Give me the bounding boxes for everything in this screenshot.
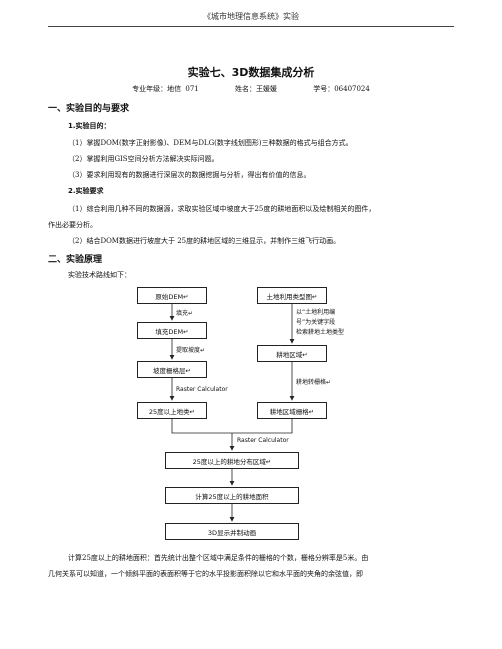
label-fill: 填充↵ — [176, 310, 194, 317]
node-slope-grid: 坡度栅格层↵ — [137, 361, 207, 378]
flow-intro: 实验技术路线如下： — [68, 271, 131, 279]
purpose-item-2: （2）掌握利用GIS空间分析方法解决实际问题。 — [68, 155, 219, 163]
node-compute-area: 计算25度以上的耕地面积 — [165, 487, 299, 504]
page-title: 实验七、3D数据集成分析 — [187, 66, 315, 79]
author-meta: 专业年级：地信 071 姓名：王媛媛 学号：06407024 — [0, 84, 502, 94]
node-landuse-map: 土地利用类型图↵ — [257, 287, 327, 304]
requirement-1-line1: （1）综合利用几种不同的数据源，求取实验区域中坡度大于25度的耕地面积以及绘制相… — [68, 205, 376, 213]
node-filled-dem: 填充DEM↵ — [137, 322, 207, 339]
node-over-25-farmland-distribution: 25度以上的耕地分布区域↵ — [165, 452, 299, 469]
note-query-line-3: 检索耕地土地类型 — [296, 329, 345, 336]
label-farmland-to-raster: 耕地转栅格↵ — [296, 379, 332, 386]
section2-heading: 二、实验原理 — [48, 255, 103, 265]
body-paragraph-line2: 几何关系可以知道，一个倾斜平面的表面积等于它的水平投影面积除以它和水平面的夹角的… — [48, 570, 363, 578]
note-query-line-1: 以“土地利用编 — [296, 309, 336, 316]
node-farmland-area: 耕地区域↵ — [257, 345, 327, 362]
purpose-item-3: （3）要求利用现有的数据进行深层次的数据挖掘与分析，得出有价值的信息。 — [68, 171, 311, 179]
subheading-requirements: 2.实验要求 — [68, 187, 104, 195]
meta-id: 学号：06407024 — [313, 85, 370, 93]
label-raster-calculator-2: Raster Calculator — [237, 437, 289, 444]
subheading-purpose: 1.实验目的： — [68, 122, 111, 130]
meta-name: 姓名：王媛媛 — [234, 85, 277, 93]
label-extract-slope: 提取坡度↵ — [176, 347, 206, 354]
meta-grade: 专业年级：地信 071 — [132, 85, 199, 93]
note-query-line-2: 号”为关键字段 — [296, 319, 336, 326]
label-raster-calculator-1: Raster Calculator — [176, 386, 228, 393]
node-over-25-landtype: 25度以上地类↵ — [137, 402, 207, 419]
node-original-dem: 原始DEM↵ — [137, 287, 207, 304]
requirement-1-line2: 作出必要分析。 — [48, 221, 97, 229]
section1-heading: 一、实验目的与要求 — [48, 104, 130, 114]
node-3d-display-animation: 3D显示并制动画 — [165, 523, 299, 540]
node-farmland-grid: 耕地区域栅格↵ — [257, 402, 327, 419]
page-header: 《城市地理信息系统》实验 — [203, 12, 299, 21]
purpose-item-1: （1）掌握DOM(数字正射影像)、DEM与DLG(数字线划图形)三种数据的格式与… — [68, 139, 353, 147]
body-paragraph-line1: 计算25度以上的耕地面积：首先统计出整个区域中满足条件的栅格的个数，栅格分辨率是… — [68, 554, 369, 562]
header-divider — [48, 26, 454, 27]
requirement-2: （2）结合DOM数据进行坡度大于 25度的耕地区域的三维显示，并制作三维飞行动画… — [68, 237, 341, 245]
